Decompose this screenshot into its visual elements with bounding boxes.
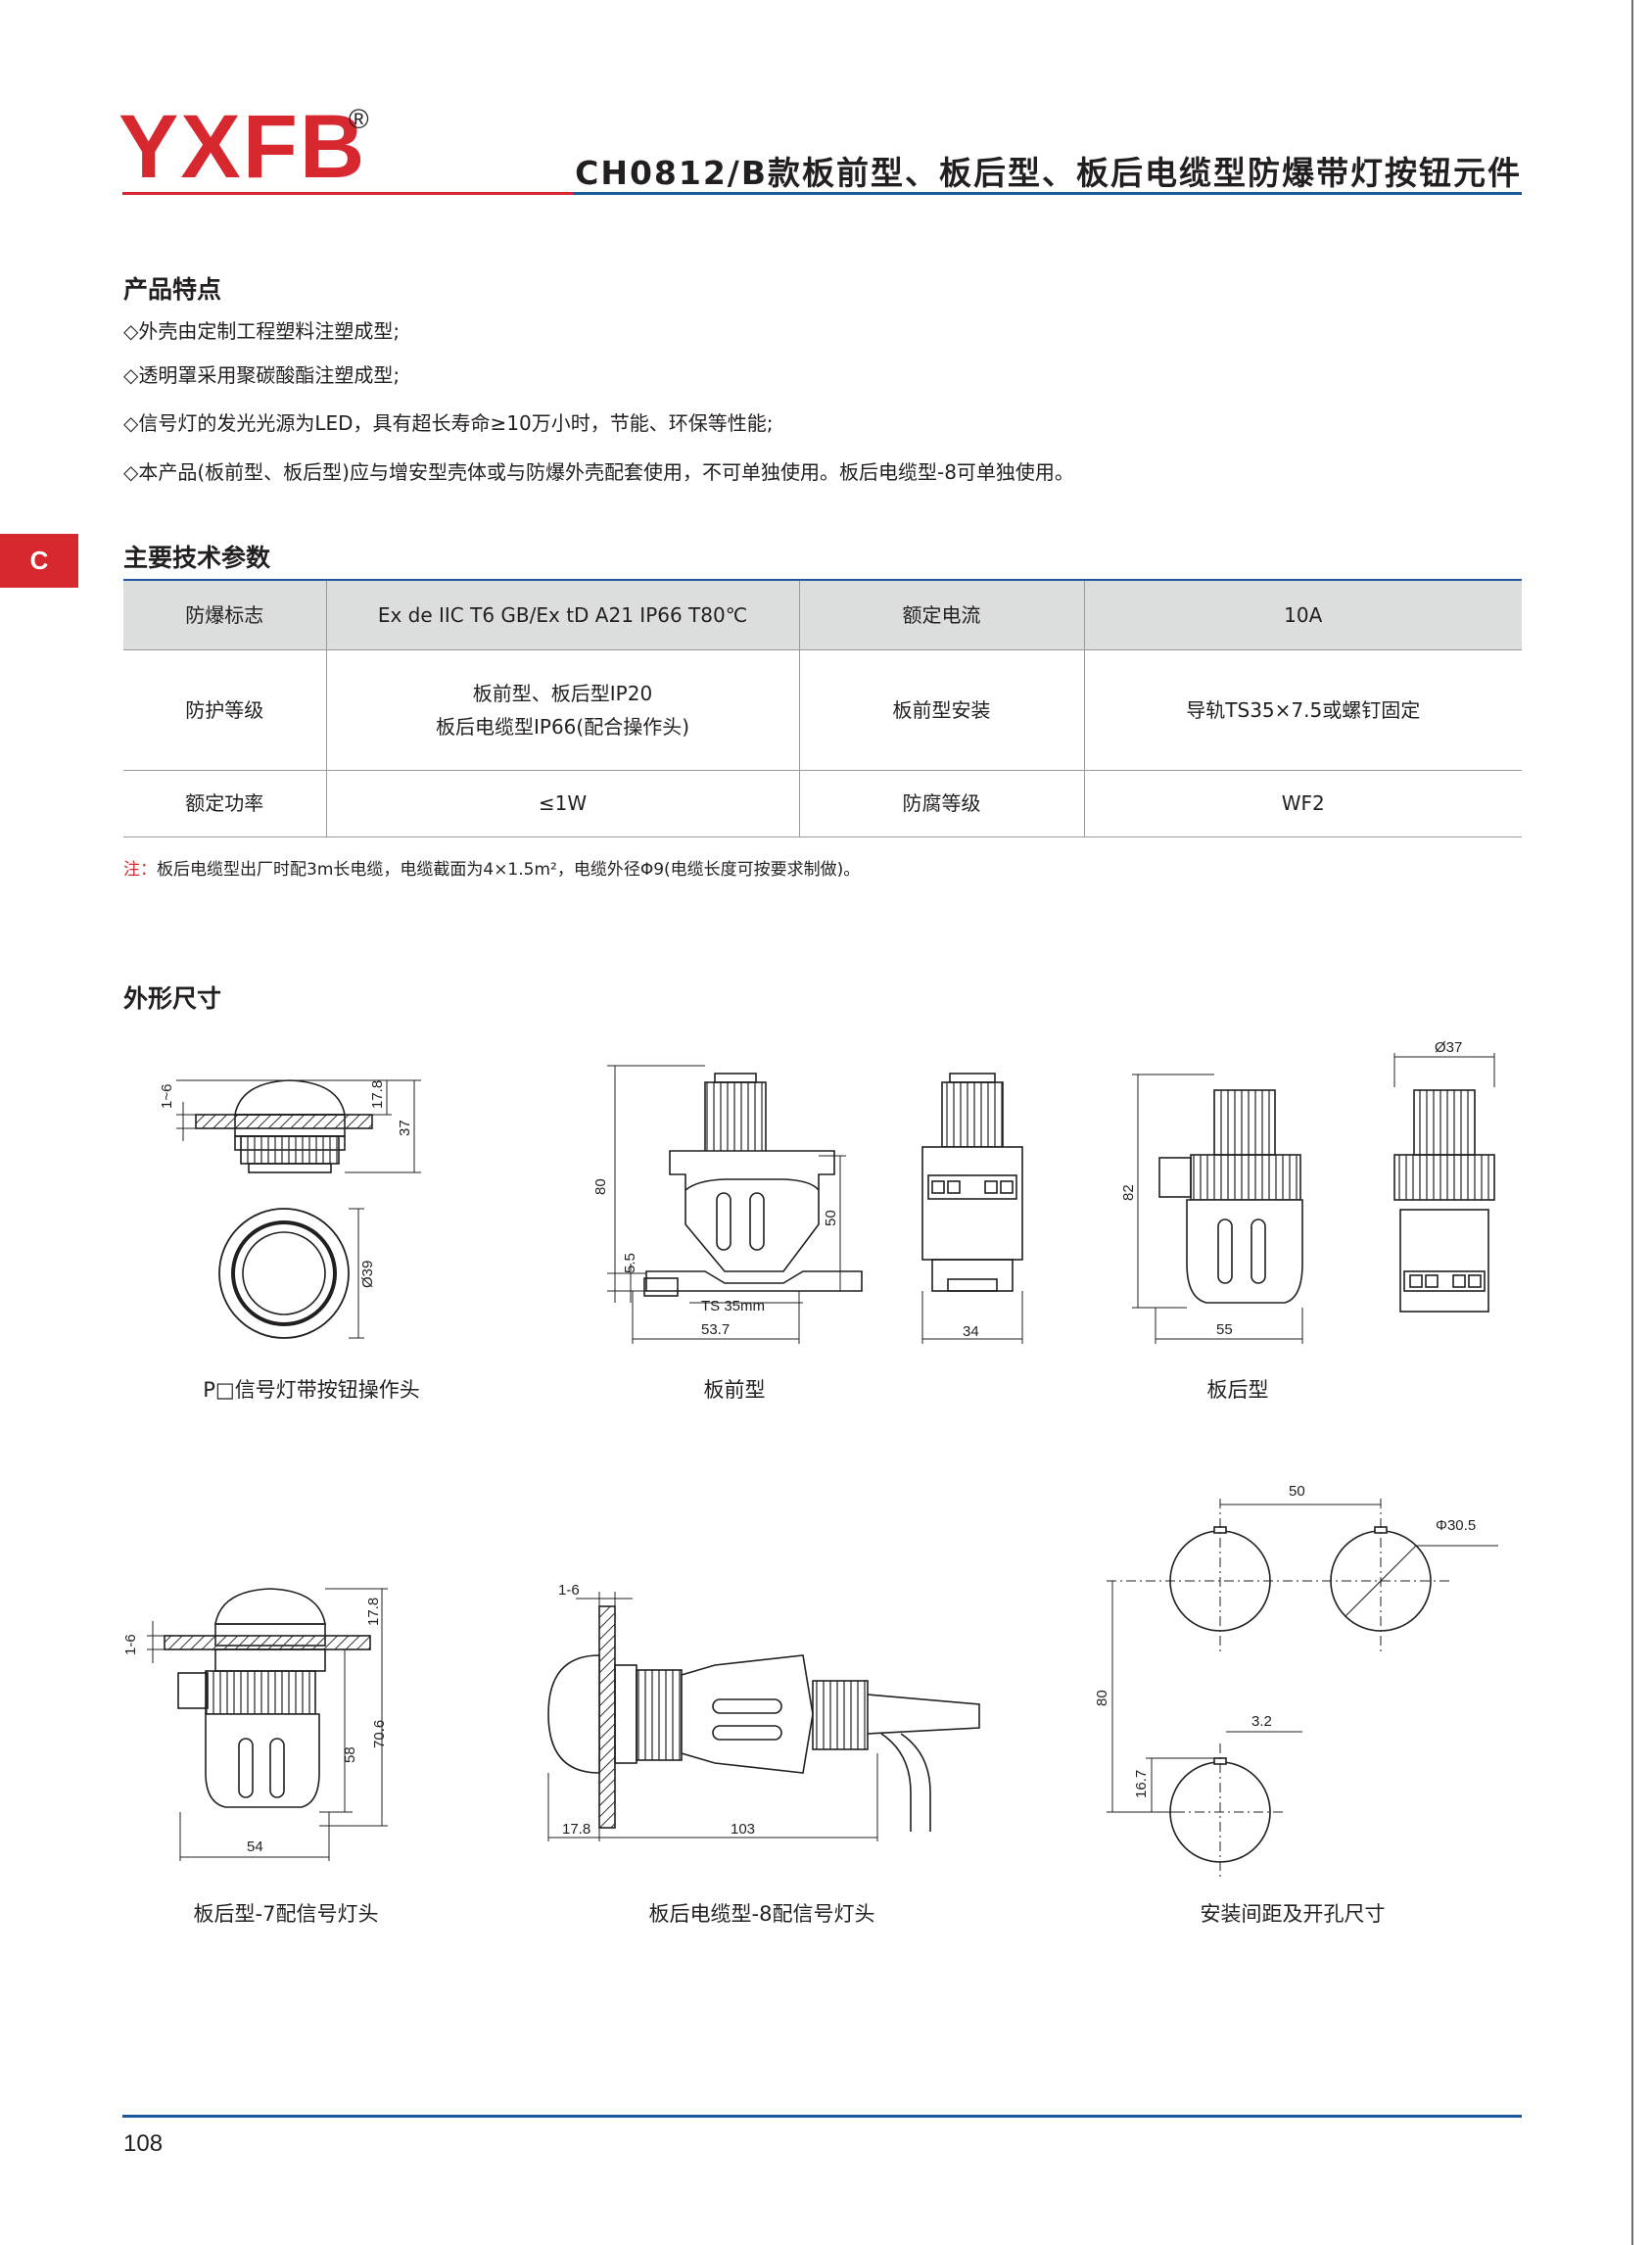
- footer-rule: [122, 2115, 1522, 2118]
- dim-label: 5.5: [622, 1253, 638, 1273]
- table-cell: 板前型安装: [799, 649, 1085, 771]
- table-row: 防护等级 板前型、板后型IP20 板后电缆型IP66(配合操作头) 板前型安装 …: [123, 649, 1522, 771]
- dim-label: 17.8: [369, 1080, 386, 1109]
- page-border: [1631, 0, 1633, 2245]
- drawing-caption: 板后型-7配信号灯头: [193, 1902, 379, 1926]
- dim-label: 16.7: [1133, 1770, 1150, 1798]
- table-cell: 导轨TS35×7.5或螺钉固定: [1084, 649, 1522, 771]
- drawing-caption: 板后电缆型-8配信号灯头: [648, 1902, 875, 1926]
- dim-label: 82: [1120, 1184, 1137, 1201]
- drawing-caption: 板后型: [1206, 1378, 1269, 1402]
- header-rule-red: [122, 192, 573, 195]
- dim-label: 3.2: [1251, 1713, 1272, 1730]
- feature-item: ◇本产品(板前型、板后型)应与增安型壳体或与防爆外壳配套使用，不可单独使用。板后…: [123, 460, 1074, 484]
- feature-item: ◇外壳由定制工程塑料注塑成型;: [123, 319, 401, 343]
- dim-label: 55: [1216, 1321, 1233, 1338]
- table-cell: WF2: [1084, 770, 1522, 837]
- dim-label: Ø37: [1435, 1039, 1462, 1056]
- spec-table: 防爆标志 Ex de IIC T6 GB/Ex tD A21 IP66 T80℃…: [123, 579, 1522, 837]
- dim-label: Ø39: [359, 1261, 376, 1288]
- note-label: 注：: [123, 860, 157, 880]
- dim-label: 1~6: [159, 1084, 175, 1109]
- dim-label: 50: [823, 1210, 839, 1226]
- note-text: 板后电缆型出厂时配3m长电缆，电缆截面为4×1.5m²，电缆外径Φ9(电缆长度可…: [157, 860, 861, 880]
- table-cell: Ex de IIC T6 GB/Ex tD A21 IP66 T80℃: [326, 580, 800, 650]
- dim-label: 70.6: [371, 1720, 388, 1748]
- dimension-labels: 1~6 17.8 37 Ø39 80 5.5 TS 35mm 53.7 50 3…: [122, 1039, 1476, 1855]
- rear-mount-drawing: [1132, 1053, 1495, 1344]
- dim-label: 17.8: [365, 1598, 382, 1626]
- drawing-caption: 板前型: [703, 1378, 766, 1402]
- table-cell: 10A: [1084, 580, 1522, 650]
- table-cell-line: 板前型、板后型IP20: [472, 681, 653, 705]
- dim-label: 80: [1094, 1690, 1110, 1706]
- feature-item: ◇信号灯的发光光源为LED，具有超长寿命≥10万小时，节能、环保等性能;: [123, 411, 774, 435]
- table-cell: 防腐等级: [799, 770, 1085, 837]
- drawing-caption: 安装间距及开孔尺寸: [1200, 1902, 1386, 1926]
- dim-label: 103: [731, 1821, 755, 1838]
- front-mount-drawing: [607, 1065, 1023, 1344]
- dimensions-heading: 外形尺寸: [123, 984, 222, 1013]
- registered-mark: ®: [349, 104, 369, 134]
- table-cell: 额定功率: [123, 770, 327, 837]
- table-note: 注：板后电缆型出厂时配3m长电缆，电缆截面为4×1.5m²，电缆外径Φ9(电缆长…: [123, 855, 860, 880]
- page-number: 108: [123, 2130, 164, 2157]
- table-cell: 防爆标志: [123, 580, 327, 650]
- dim-label: 54: [247, 1839, 263, 1855]
- table-cell: ≤1W: [326, 770, 800, 837]
- table-cell: 板前型、板后型IP20 板后电缆型IP66(配合操作头): [326, 649, 800, 771]
- dim-label: 1-6: [558, 1582, 580, 1599]
- rear-mount-7-drawing: [147, 1588, 388, 1861]
- features-heading: 产品特点: [123, 275, 222, 304]
- cable-type-8-drawing: [547, 1592, 980, 1841]
- dim-label: 37: [397, 1120, 413, 1136]
- table-cell: 防护等级: [123, 649, 327, 771]
- dim-label: 17.8: [562, 1821, 590, 1838]
- dim-label: 34: [963, 1323, 979, 1340]
- table-cell: 额定电流: [799, 580, 1085, 650]
- dim-label: 80: [592, 1178, 609, 1195]
- page-title: CH0812/B款板前型、板后型、板后电缆型防爆带灯按钮元件: [575, 154, 1522, 192]
- table-row: 额定功率 ≤1W 防腐等级 WF2: [123, 770, 1522, 837]
- dim-label: 53.7: [701, 1321, 730, 1338]
- chapter-tab: C: [0, 534, 78, 588]
- dim-label: 1-6: [122, 1634, 139, 1655]
- dim-label: 50: [1289, 1483, 1305, 1500]
- drawing-caption: P□信号灯带按钮操作头: [203, 1378, 420, 1402]
- dim-label: Φ30.5: [1436, 1517, 1476, 1534]
- table-cell-line: 板后电缆型IP66(配合操作头): [435, 714, 689, 739]
- brand-logo: YXFB: [118, 97, 367, 197]
- operating-head-drawing: [176, 1079, 421, 1339]
- table-row: 防爆标志 Ex de IIC T6 GB/Ex tD A21 IP66 T80℃…: [123, 580, 1522, 650]
- specs-heading: 主要技术参数: [123, 544, 271, 572]
- dim-label: TS 35mm: [701, 1298, 765, 1314]
- feature-item: ◇透明罩采用聚碳酸酯注塑成型;: [123, 363, 401, 387]
- header-rule-blue: [573, 192, 1522, 195]
- mounting-holes-drawing: [1107, 1499, 1498, 1881]
- dim-label: 58: [342, 1746, 358, 1763]
